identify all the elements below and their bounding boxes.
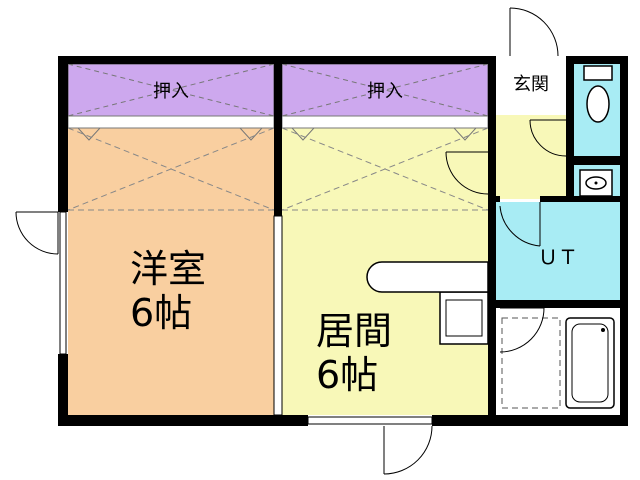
utility-floor [496, 202, 620, 300]
window-lines [59, 211, 433, 425]
toilet-fixture [583, 65, 613, 123]
kitchen-counter [439, 291, 489, 345]
wall-stub [488, 152, 496, 196]
closet-left-label: 押入 [153, 81, 189, 102]
bathtub [565, 317, 615, 409]
living-room-name: 居間 [316, 309, 392, 353]
bath-hatch [501, 317, 561, 409]
western-room-name: 洋室 [130, 247, 206, 291]
bathtub-inner [571, 323, 609, 403]
counter-top [366, 261, 489, 293]
closet-door-triangles [76, 127, 264, 141]
closet-door-triangles-right [290, 127, 478, 141]
room-dashed-lines [67, 127, 489, 211]
western-room-size: 6帖 [130, 291, 192, 335]
walls [58, 56, 628, 426]
living-room-size: 6帖 [316, 353, 378, 397]
closet-right-label: 押入 [367, 81, 403, 102]
entrance-label: 玄関 [513, 74, 549, 95]
sink [445, 299, 483, 337]
door-swings [15, 7, 567, 475]
utility-label: ＵＴ [538, 245, 578, 269]
basin-drain [594, 181, 598, 185]
bath-drain [601, 328, 605, 332]
western-room-floor [68, 115, 274, 415]
